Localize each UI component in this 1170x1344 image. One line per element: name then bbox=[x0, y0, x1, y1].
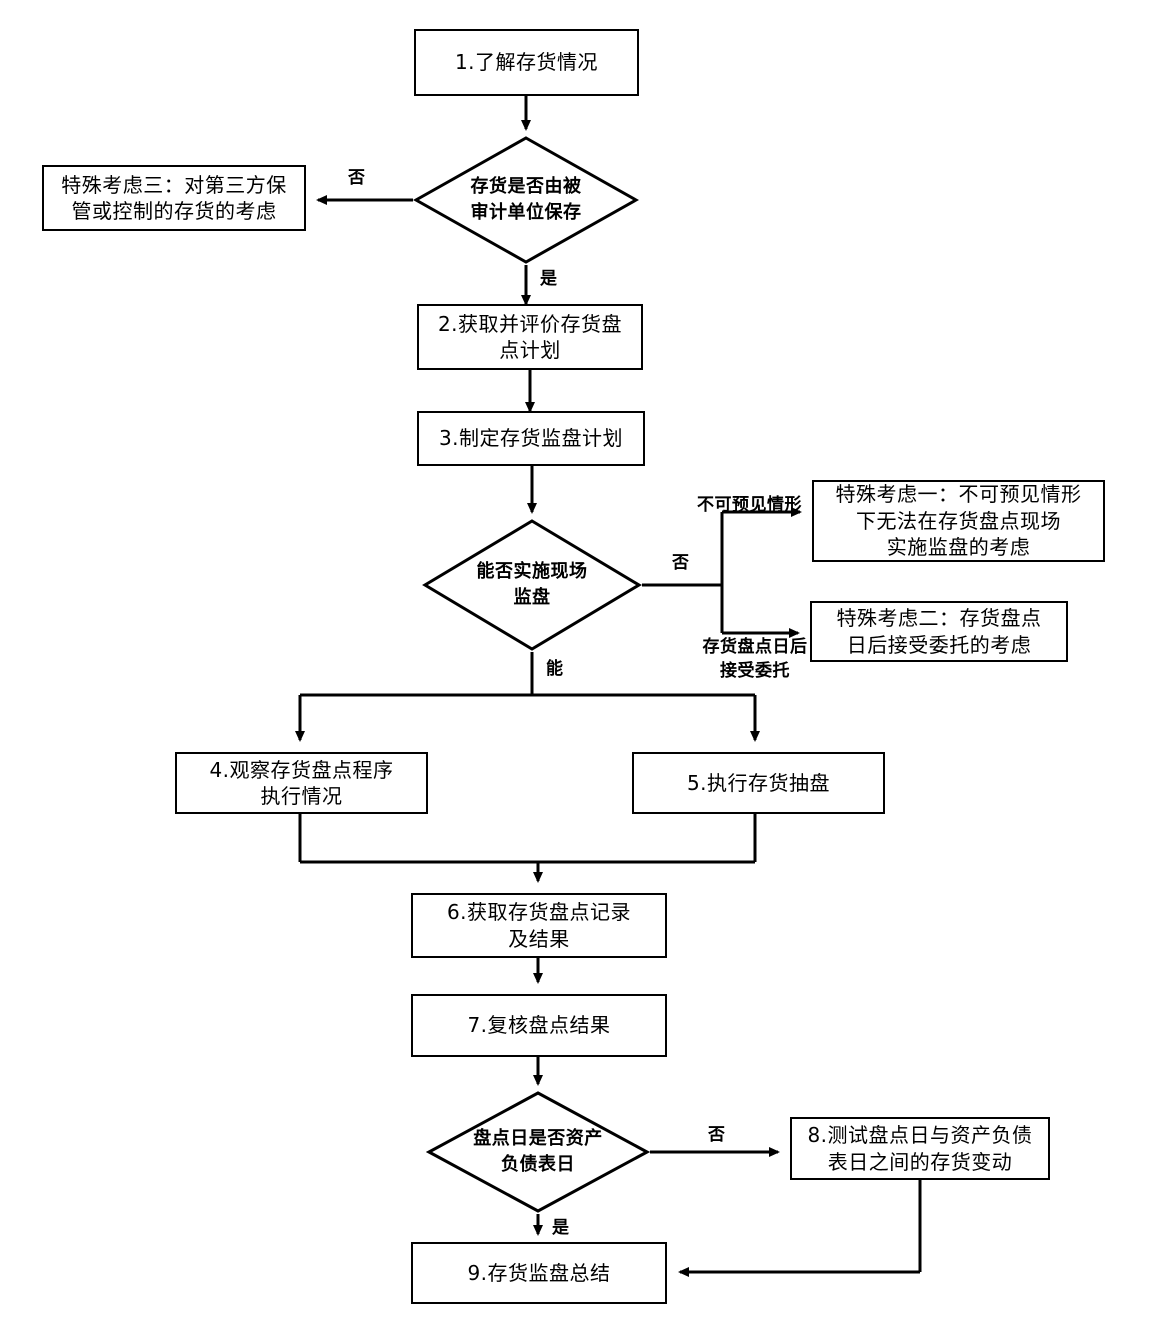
decision-2-label: 能否实施现场 监盘 bbox=[476, 561, 588, 608]
diamond-shape-2 bbox=[422, 519, 642, 651]
decision-inventory-held-by-entity[interactable]: 存货是否由被 审计单位保存 bbox=[413, 135, 639, 265]
decision-3-label: 盘点日是否资产 负债表日 bbox=[473, 1128, 603, 1175]
edge-label-d2-unforeseen: 不可预见情形 bbox=[697, 495, 802, 515]
node-special-consideration-3[interactable]: 特殊考虑三：对第三方保 管或控制的存货的考虑 bbox=[42, 165, 306, 231]
node-6-obtain-count-records[interactable]: 6.获取存货盘点记录 及结果 bbox=[411, 893, 667, 958]
node-3-develop-observation-plan[interactable]: 3.制定存货监盘计划 bbox=[417, 411, 645, 466]
node-8-label: 8.测试盘点日与资产负债 表日之间的存货变动 bbox=[807, 1123, 1033, 1174]
edge-label-d3-yes: 是 bbox=[552, 1218, 570, 1238]
diamond-shape-3 bbox=[426, 1091, 650, 1213]
decision-can-attend-onsite-count[interactable]: 能否实施现场 监盘 bbox=[422, 518, 642, 652]
node-8-test-movements[interactable]: 8.测试盘点日与资产负债 表日之间的存货变动 bbox=[790, 1117, 1050, 1180]
edge-label-d1-no: 否 bbox=[348, 168, 366, 188]
node-3-label: 3.制定存货监盘计划 bbox=[438, 426, 624, 451]
node-5-perform-test-counts[interactable]: 5.执行存货抽盘 bbox=[632, 752, 885, 814]
node-7-review-count-results[interactable]: 7.复核盘点结果 bbox=[411, 994, 667, 1057]
node-special-consideration-1[interactable]: 特殊考虑一：不可预见情形 下无法在存货盘点现场 实施监盘的考虑 bbox=[812, 480, 1105, 562]
node-2-label: 2.获取并评价存货盘 点计划 bbox=[437, 311, 623, 362]
node-5-label: 5.执行存货抽盘 bbox=[686, 770, 831, 795]
node-9-label: 9.存货监盘总结 bbox=[467, 1260, 611, 1285]
node-1-label: 1.了解存货情况 bbox=[454, 50, 599, 75]
node-special-consideration-2[interactable]: 特殊考虑二：存货盘点 日后接受委托的考虑 bbox=[810, 601, 1068, 662]
diamond-shape-1 bbox=[413, 136, 639, 264]
node-4-label: 4.观察存货盘点程序 执行情况 bbox=[209, 757, 394, 808]
decision-1-label: 存货是否由被 审计单位保存 bbox=[470, 176, 582, 223]
node-9-summary[interactable]: 9.存货监盘总结 bbox=[411, 1242, 667, 1304]
edge-label-d2-no: 否 bbox=[672, 553, 690, 573]
decision-count-date-is-balance-sheet-date[interactable]: 盘点日是否资产 负债表日 bbox=[426, 1090, 650, 1214]
special-consideration-1-label: 特殊考虑一：不可预见情形 下无法在存货盘点现场 实施监盘的考虑 bbox=[835, 482, 1082, 560]
special-consideration-2-label: 特殊考虑二：存货盘点 日后接受委托的考虑 bbox=[836, 606, 1042, 657]
node-7-label: 7.复核盘点结果 bbox=[467, 1013, 611, 1038]
edge-label-d1-yes: 是 bbox=[540, 269, 558, 289]
node-6-label: 6.获取存货盘点记录 及结果 bbox=[446, 900, 632, 951]
node-1-understand-inventory[interactable]: 1.了解存货情况 bbox=[414, 29, 639, 96]
edge-label-d2-engaged-after-count: 存货盘点日后 接受委托 bbox=[702, 637, 808, 681]
special-consideration-3-label: 特殊考虑三：对第三方保 管或控制的存货的考虑 bbox=[61, 172, 287, 223]
node-2-obtain-evaluate-count-plan[interactable]: 2.获取并评价存货盘 点计划 bbox=[417, 304, 643, 370]
node-4-observe-count-procedures[interactable]: 4.观察存货盘点程序 执行情况 bbox=[175, 752, 428, 814]
edge-label-d3-no: 否 bbox=[708, 1125, 726, 1145]
edge-label-d2-yes: 能 bbox=[546, 659, 564, 679]
